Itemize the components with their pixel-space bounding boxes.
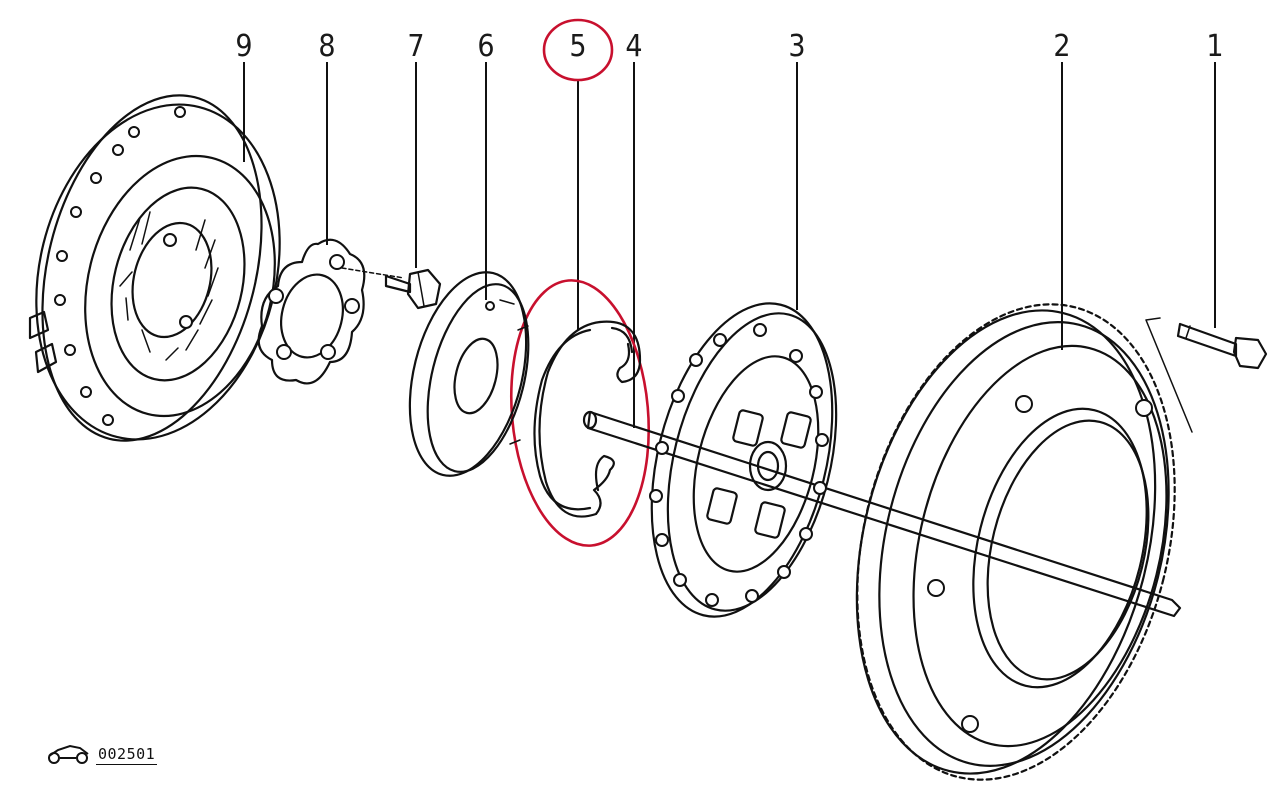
disc-plate <box>408 271 530 477</box>
highlight-circle-callout-5 <box>542 18 614 82</box>
callout-9: 9 <box>235 29 252 64</box>
bolt-7 <box>341 267 442 310</box>
clutch-disc <box>649 302 838 618</box>
car-logo-icon <box>48 744 89 764</box>
callout-3: 3 <box>788 29 805 64</box>
reference-code-text: 002501 <box>96 745 158 765</box>
circlip-ring <box>533 320 642 518</box>
callout-6: 6 <box>477 29 494 64</box>
pressure-plate-cover <box>28 94 281 442</box>
callout-7: 7 <box>407 29 424 64</box>
guide-shaft <box>582 410 1182 618</box>
reference-code-tag: 002501 <box>46 742 158 768</box>
callout-4: 4 <box>625 29 642 64</box>
leader-lines <box>243 62 1216 428</box>
bolt-1 <box>1176 322 1268 370</box>
callout-8: 8 <box>318 29 335 64</box>
disc-holes <box>649 323 829 607</box>
flywheel <box>855 303 1193 781</box>
callout-2: 2 <box>1053 29 1070 64</box>
callout-1: 1 <box>1206 29 1223 64</box>
gasket-plate <box>257 238 366 385</box>
callout-5: 5 <box>569 29 586 64</box>
